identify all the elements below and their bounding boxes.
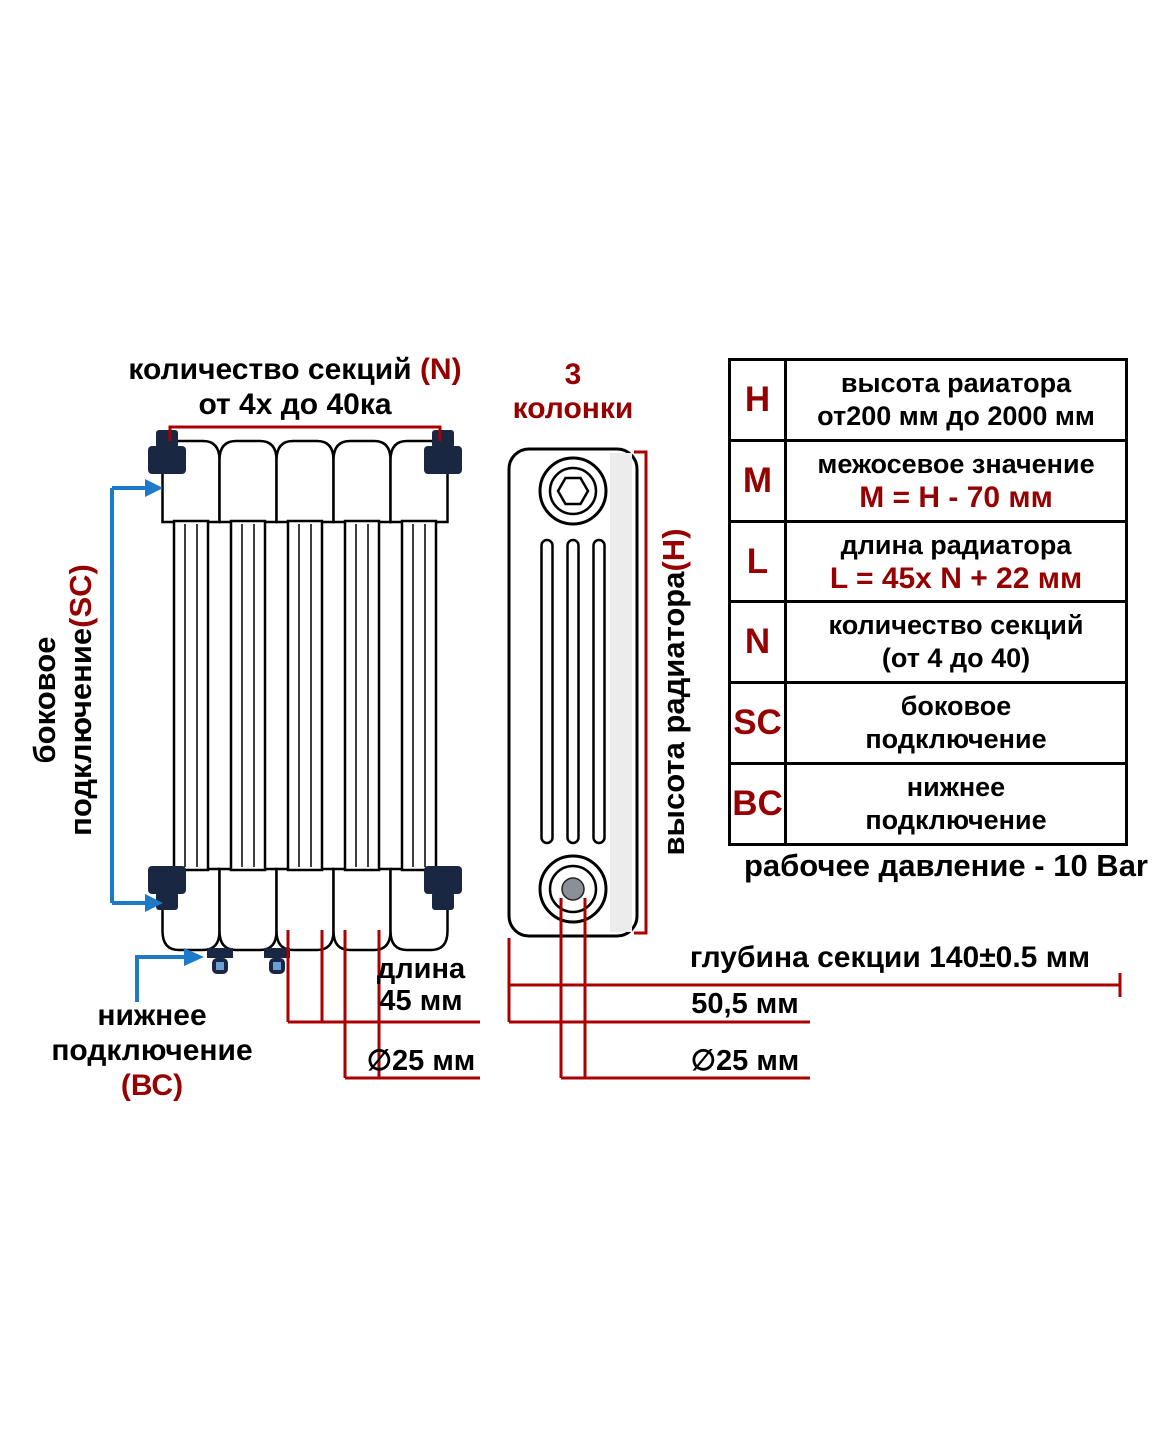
length-value: 45 мм <box>379 985 463 1017</box>
section-depth-label: глубина секции 140±0.5 мм <box>689 941 1091 974</box>
row-line1: длина радиатора <box>840 529 1072 560</box>
table-row-l: L длина радиатора L = 45x N + 22 мм <box>731 522 1125 604</box>
bottom-connection-arrow <box>135 955 186 1002</box>
side-view-radiator <box>507 447 639 938</box>
height-code: (H) <box>656 528 691 572</box>
length-label: длина 45 мм <box>360 953 482 1017</box>
sections-count-code: (N) <box>419 353 462 386</box>
connection-arrows <box>110 479 204 1002</box>
row-line1: количество секций <box>828 610 1084 641</box>
columns-label: 3 колонки <box>503 358 643 426</box>
height-dim-line <box>634 450 648 935</box>
spec-table: H высота раиатора от200 мм до 2000 мм M … <box>728 358 1128 846</box>
side-connection-code: (SC) <box>63 564 98 628</box>
row-line2: M = H - 70 мм <box>859 480 1053 514</box>
height-text: высота радиатора <box>656 571 691 856</box>
row-key: H <box>731 361 787 439</box>
row-line1: высота раиатора <box>840 367 1072 398</box>
length-word: длина <box>376 953 466 985</box>
side-tube-diameter-label: ∅25 мм <box>690 1045 800 1077</box>
table-row-h: H высота раиатора от200 мм до 2000 мм <box>731 361 1125 442</box>
row-line2: подключение <box>865 805 1047 836</box>
side-connection-word2: подключение <box>63 627 98 836</box>
row-key: SC <box>731 684 787 763</box>
arrow-right-icon <box>145 479 163 497</box>
row-line2: L = 45x N + 22 мм <box>829 561 1083 595</box>
arrow-right-icon <box>184 948 204 966</box>
side-offset-label: 50,5 мм <box>691 988 799 1020</box>
columns-count: 3 <box>564 358 582 391</box>
row-line2: от200 мм до 2000 мм <box>817 400 1095 431</box>
bottom-connection-word2: подключение <box>51 1034 253 1067</box>
row-key: M <box>731 441 787 520</box>
sections-count-label: количество секций (N) от 4х до 40ка <box>100 352 490 422</box>
arrow-right-icon <box>145 894 163 912</box>
row-line2: подключение <box>865 724 1047 755</box>
columns-word: колонки <box>512 392 634 425</box>
sections-count-text: количество секций <box>128 353 420 386</box>
sections-count-dim-line <box>168 425 442 441</box>
working-pressure-label: рабочее давление - 10 Bar <box>743 848 1148 883</box>
bottom-connection-word1: нижнее <box>97 999 207 1032</box>
radiator-height-label: высота радиатора(H) <box>656 482 696 902</box>
table-row-m: M межосевое значение M = H - 70 мм <box>731 441 1125 523</box>
bottom-connection-label: нижнее подключение (ВС) <box>28 998 276 1103</box>
row-key: L <box>731 522 787 601</box>
front-view-radiator <box>148 430 462 974</box>
row-line1: боковое <box>900 691 1012 722</box>
bottom-connection-nipples <box>207 948 290 974</box>
row-line1: нижнее <box>906 772 1006 803</box>
dimension-lines <box>168 425 1122 1080</box>
bottom-connection-code: (ВС) <box>120 1069 184 1102</box>
row-line1: межосевое значение <box>817 448 1095 479</box>
table-row-n: N количество секций (от 4 до 40) <box>731 603 1125 685</box>
hex-plug-icon <box>556 476 590 506</box>
front-tube-diameter-label: ∅25 мм <box>366 1045 476 1077</box>
row-key: BC <box>731 765 787 843</box>
row-key: N <box>731 603 787 682</box>
table-row-bc: BC нижнее подключение <box>731 765 1125 843</box>
sections-range-text: от 4х до 40ка <box>198 388 392 421</box>
side-connection-label: боковое подключение(SC) <box>27 470 99 930</box>
side-connection-word1: боковое <box>27 636 62 764</box>
row-line2: (от 4 до 40) <box>881 643 1031 674</box>
table-row-sc: SC боковое подключение <box>731 684 1125 766</box>
